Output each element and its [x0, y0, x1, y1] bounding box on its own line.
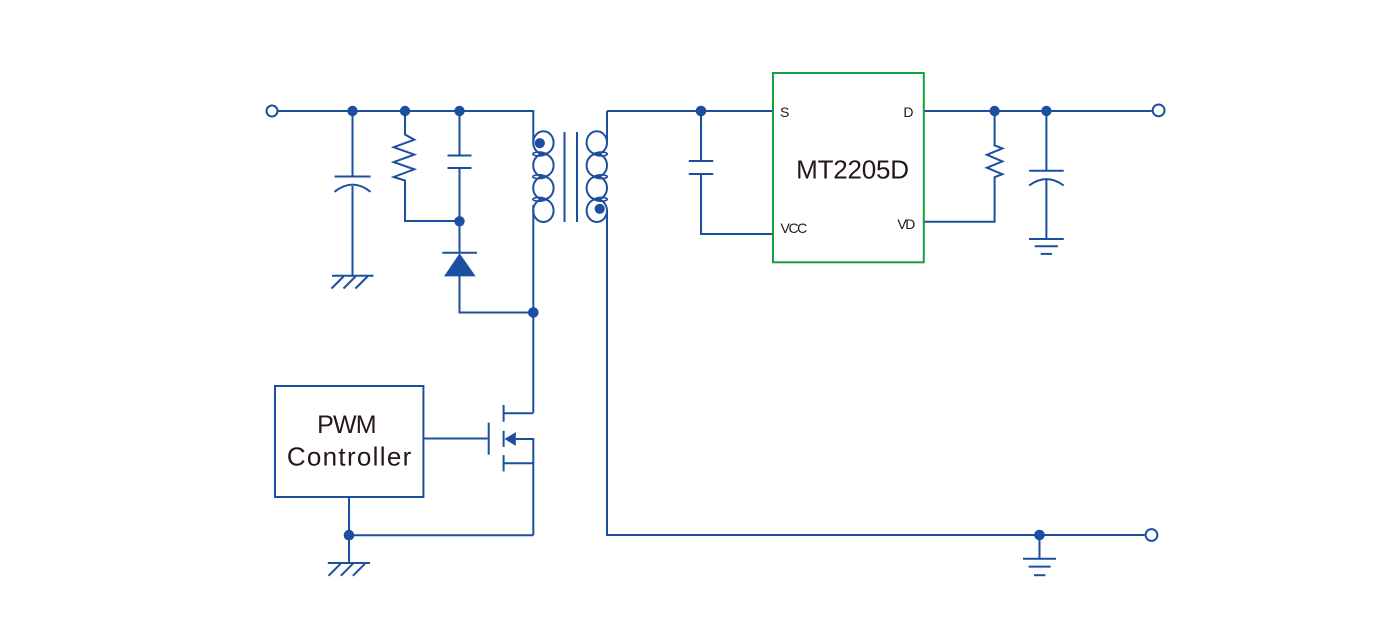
svg-text:PWM: PWM — [317, 411, 376, 439]
svg-text:MT2205D: MT2205D — [796, 154, 909, 184]
svg-text:S: S — [780, 104, 789, 120]
svg-text:Controller: Controller — [287, 441, 413, 471]
svg-text:VCC: VCC — [781, 220, 808, 236]
svg-text:VD: VD — [897, 216, 915, 232]
svg-text:D: D — [903, 104, 913, 120]
